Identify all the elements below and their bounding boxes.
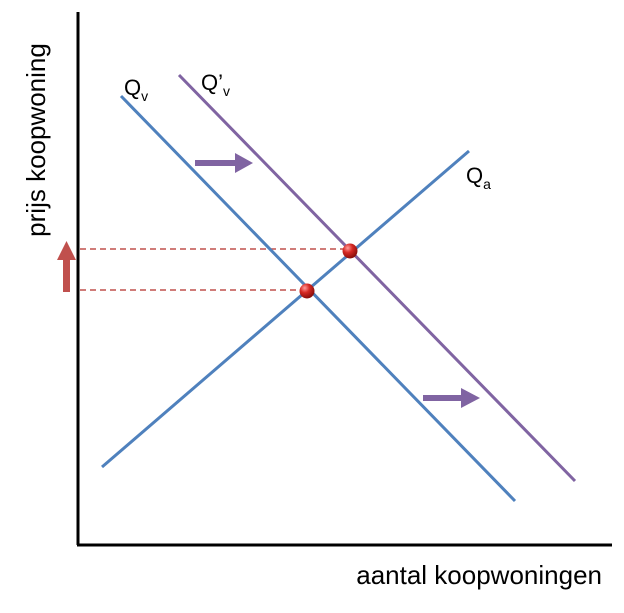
demand-curve-label: Qv bbox=[124, 75, 148, 104]
demand-curve bbox=[119, 94, 517, 503]
y-axis-label: prijs koopwoning bbox=[21, 43, 51, 237]
price-up-arrow-icon bbox=[57, 241, 76, 292]
demand-shifted-curve-label: Q’v bbox=[201, 70, 230, 99]
demand-curve-shifted bbox=[177, 73, 577, 483]
equilibrium-point-new bbox=[342, 243, 358, 259]
supply-curve bbox=[101, 149, 470, 469]
shift-right-arrow-icon bbox=[423, 388, 480, 408]
x-axis-label: aantal koopwoningen bbox=[356, 560, 602, 590]
equilibrium-point-old bbox=[299, 283, 315, 299]
supply-curve-label: Qa bbox=[466, 163, 491, 192]
shift-right-arrow-icon bbox=[195, 153, 253, 173]
